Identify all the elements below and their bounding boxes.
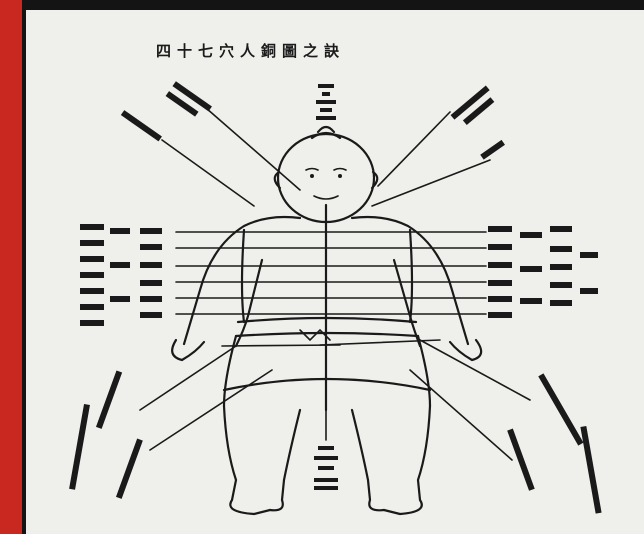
acupuncture-figure (26, 10, 644, 534)
human-figure (172, 127, 481, 514)
leader-lines (140, 108, 530, 460)
top-right-glyphs (451, 86, 505, 160)
illustration-page: 四十七穴人銅圖之訣 (26, 10, 644, 534)
red-border (0, 0, 22, 534)
bottom-center-glyphs (314, 446, 338, 490)
bottom-left-glyphs (69, 370, 143, 498)
head-top-glyphs (316, 84, 336, 120)
left-label-glyphs (80, 224, 162, 326)
top-left-glyphs (121, 81, 212, 141)
right-label-glyphs (488, 226, 598, 318)
